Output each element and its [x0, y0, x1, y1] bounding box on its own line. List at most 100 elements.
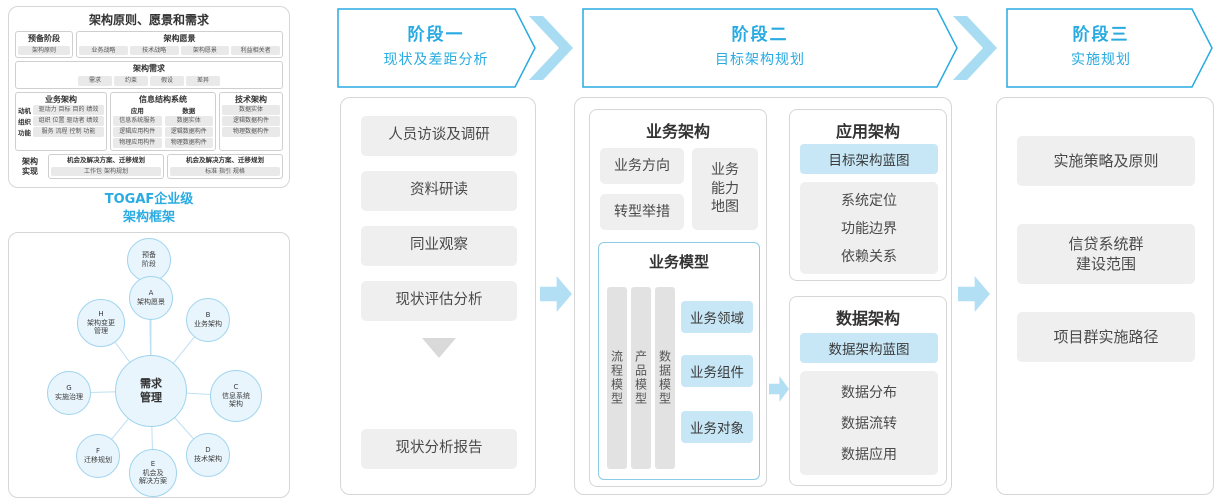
business-object-box: 业务对象 [681, 411, 753, 443]
phase3-item: 信贷系统群 建设范围 [1017, 224, 1195, 284]
phase1-result-box: 现状分析报告 [361, 429, 517, 469]
adm-node-c-information-systems: C 信息系统 架构 [210, 370, 262, 422]
technology-items: 数据实体 逻辑数据构件 物理数据构件 [222, 105, 280, 137]
data-detail: 数据流转 [841, 416, 897, 432]
realization-right-title: 机会及解决方案、迁移规划 [186, 155, 264, 164]
prep-phase-title: 预备阶段 [28, 34, 60, 43]
application-item: 逻辑应用构件 [113, 127, 162, 137]
vision-item: 技术战略 [129, 45, 179, 56]
application-detail: 系统定位 [841, 193, 897, 209]
technology-architecture-title: 技术架构 [235, 94, 267, 104]
phase3-item: 项目群实施路径 [1017, 312, 1195, 362]
group-items: 服务 流程 控制 功能 [33, 127, 104, 138]
data-architecture-title: 数据架构 [835, 309, 900, 328]
application-architecture-panel: 应用架构 目标架构蓝图 系统定位 功能边界 依赖关系 [789, 109, 947, 281]
vision-title: 架构愿景 [163, 34, 196, 43]
data-details-box: 数据分布 数据流转 数据应用 [800, 371, 938, 475]
phase1-step: 同业观察 [361, 226, 517, 266]
business-group: 组织 组织 位置 驱动者 绩效 [18, 116, 104, 126]
data-detail: 数据应用 [841, 447, 897, 463]
architecture-principles-panel: 架构原则、愿景和需求 预备阶段 架构原则 架构愿景 业务战略 技术战略 架构愿景… [8, 6, 290, 188]
application-details-box: 系统定位 功能边界 依赖关系 [800, 182, 938, 274]
information-systems-title: 信息结构系统 [139, 94, 187, 104]
product-model-bar: 产品模型 [631, 287, 651, 469]
technology-item: 逻辑数据构件 [222, 116, 280, 126]
principles-row-3: 业务架构 动机 驱动力 目标 目的 绩效 组织 组织 位置 驱动者 绩效 功能 … [15, 91, 283, 151]
requirements-title: 架构需求 [133, 64, 165, 74]
technology-item: 数据实体 [222, 105, 280, 116]
data-label: 数据 [182, 107, 196, 116]
realization-left-box: 机会及解决方案、迁移规划 工作包 架构规划 [48, 153, 164, 180]
phase1-step: 资料研读 [361, 171, 517, 211]
prep-phase-box: 预备阶段 架构原则 [15, 31, 73, 59]
application-items: 信息系统服务 逻辑应用构件 物理应用构件 [113, 116, 162, 148]
vision-items: 业务战略 技术战略 架构愿景 利益相关者 [79, 45, 280, 56]
requirements-item: 假设 [150, 75, 184, 86]
adm-node-e-opportunities: E 机会及 解决方案 [129, 449, 177, 497]
transformation-initiatives-box: 转型举措 [600, 194, 684, 230]
architecture-realization-label: 架构 实现 [22, 156, 38, 176]
data-item: 物理数据构件 [164, 137, 213, 148]
phase3-item: 实施策略及原则 [1017, 136, 1195, 186]
adm-node-b-business: B 业务架构 [186, 298, 230, 342]
vision-item: 利益相关者 [231, 45, 280, 56]
application-detail: 功能边界 [841, 221, 897, 237]
principles-row-1: 预备阶段 架构原则 架构愿景 业务战略 技术战略 架构愿景 利益相关者 [15, 31, 283, 59]
application-label: 应用 [130, 107, 144, 116]
arrow-right-icon [958, 276, 990, 312]
vision-item: 架构愿景 [180, 45, 230, 56]
adm-node-requirements-management: 需求 管理 [115, 355, 187, 427]
realization-right-box: 机会及解决方案、迁移规划 标准 指引 规格 [167, 153, 283, 180]
principles-row-2: 架构需求 需求 约束 假设 差异 [15, 61, 283, 89]
business-group: 功能 服务 流程 控制 功能 [18, 127, 104, 137]
business-direction-box: 业务方向 [600, 148, 684, 184]
togaf-framework-label: TOGAF企业级 架构框架 [104, 192, 194, 225]
phase1-panel: 人员访谈及调研 资料研读 同业观察 现状评估分析 现状分析报告 [340, 97, 536, 495]
realization-right-items: 标准 指引 规格 [170, 166, 280, 177]
arrow-right-icon [769, 376, 789, 402]
application-detail: 依赖关系 [841, 249, 897, 265]
architecture-vision-box: 架构愿景 业务战略 技术战略 架构愿景 利益相关者 [76, 31, 283, 59]
vision-item: 业务战略 [79, 45, 128, 56]
adm-node-a-vision: A 架构愿景 [129, 276, 173, 320]
data-column: 数据 数据实体 逻辑数据构件 物理数据构件 [164, 105, 213, 148]
data-item: 数据实体 [164, 116, 213, 127]
data-architecture-panel: 数据架构 数据架构蓝图 数据分布 数据流转 数据应用 [789, 296, 947, 486]
togaf-adm-panel: 需求 管理 预备 阶段 A 架构愿景 B 业务架构 C 信息系统 架构 D 技术… [8, 232, 290, 498]
architecture-requirements-box: 架构需求 需求 约束 假设 差异 [15, 61, 283, 89]
application-column: 应用 信息系统服务 逻辑应用构件 物理应用构件 [113, 105, 162, 148]
technology-item: 物理数据构件 [222, 126, 280, 137]
requirements-items: 需求 约束 假设 差异 [78, 75, 220, 86]
data-item: 逻辑数据构件 [164, 127, 213, 137]
business-domain-box: 业务领域 [681, 301, 753, 333]
adm-node-f-migration: F 迁移规划 [76, 434, 120, 478]
data-items: 数据实体 逻辑数据构件 物理数据构件 [164, 116, 213, 148]
application-item: 信息系统服务 [113, 116, 162, 127]
data-model-bar: 数据模型 [655, 287, 675, 469]
principles-title: 架构原则、愿景和需求 [88, 13, 209, 27]
business-model-panel: 业务模型 流程模型 产品模型 数据模型 业务领域 业务组件 业务对象 [598, 242, 760, 480]
phase3-panel: 实施策略及原则 信贷系统群 建设范围 项目群实施路径 [996, 97, 1214, 495]
requirements-item: 需求 [78, 75, 112, 86]
phase-banners [337, 8, 1213, 88]
target-architecture-blueprint-box: 目标架构蓝图 [800, 144, 938, 174]
application-architecture-title: 应用架构 [835, 122, 900, 141]
business-capability-map-box: 业务 能力 地图 [692, 148, 758, 230]
business-architecture-box: 业务架构 动机 驱动力 目标 目的 绩效 组织 组织 位置 驱动者 绩效 功能 … [15, 91, 107, 151]
realization-left-items: 工作包 架构规划 [51, 166, 161, 177]
phase1-step: 现状评估分析 [361, 281, 517, 321]
group-label: 组织 [18, 118, 31, 127]
information-systems-columns: 应用 信息系统服务 逻辑应用构件 物理应用构件 数据 数据实体 逻辑数据构件 物… [113, 105, 213, 148]
adm-node-h-change-management: H 架构变更 管理 [77, 299, 125, 347]
phase1-step: 人员访谈及调研 [361, 116, 517, 156]
business-architecture-panel: 业务架构 业务方向 业务 能力 地图 转型举措 业务模型 流程模型 产品模型 数… [589, 109, 767, 487]
arrow-right-icon [540, 276, 572, 312]
phase2-banner-shape [582, 8, 958, 88]
adm-node-g-governance: G 实施治理 [47, 371, 91, 415]
business-model-title: 业务模型 [648, 253, 709, 271]
prep-phase-item: 架构原则 [18, 45, 70, 56]
process-model-bar: 流程模型 [607, 287, 627, 469]
group-items: 组织 位置 驱动者 绩效 [33, 116, 104, 127]
realization-left-title: 机会及解决方案、迁移规划 [67, 155, 145, 164]
data-detail: 数据分布 [841, 385, 897, 401]
